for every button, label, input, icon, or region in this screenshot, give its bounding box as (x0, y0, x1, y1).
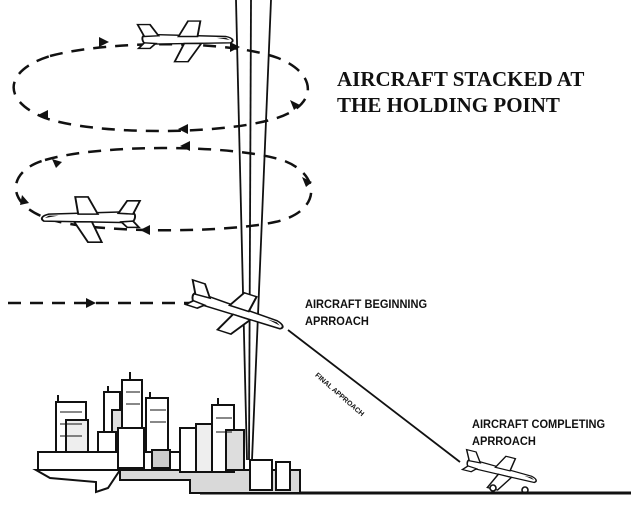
aircraft-completing-label-line2: APRROACH (472, 434, 536, 448)
aircraft-holding-upper (136, 20, 234, 63)
holding-point-title-line1: AIRCRAFT STACKED AT (337, 67, 585, 91)
aircraft-completing-label-line1: AIRCRAFT COMPLETING (472, 417, 606, 431)
arrow-icon (290, 100, 300, 110)
inbound-track (8, 298, 190, 308)
holding-point-title: AIRCRAFT STACKED AT THE HOLDING POINT (337, 66, 584, 118)
arrow-icon (140, 225, 150, 235)
holding-loop-upper (12, 43, 309, 133)
arrow-icon (52, 159, 62, 168)
aircraft-holding-lower (40, 195, 141, 244)
arrow-icon (180, 141, 190, 151)
arrow-icon (38, 110, 48, 120)
final-approach-path (287, 329, 461, 463)
arrow-icon (86, 298, 96, 308)
aircraft-beginning-approach (179, 275, 290, 350)
arrow-icon (20, 195, 29, 205)
holding-point-title-line2: THE HOLDING POINT (337, 93, 560, 117)
arrow-icon (99, 37, 109, 47)
aircraft-beginning-label-line1: AIRCRAFT BEGINNING (305, 297, 428, 311)
arrow-icon (178, 124, 188, 134)
city-skyline (32, 372, 301, 494)
aircraft-beginning-label: AIRCRAFT BEGINNING APRROACH (305, 296, 427, 330)
approach-beam (235, 0, 272, 461)
arrow-icon (302, 177, 312, 187)
holding-loop-lower (14, 146, 313, 232)
aircraft-completing-label: AIRCRAFT COMPLETING APRROACH (472, 416, 605, 450)
arrow-icon (230, 42, 240, 52)
aircraft-beginning-label-line2: APRROACH (305, 314, 369, 328)
